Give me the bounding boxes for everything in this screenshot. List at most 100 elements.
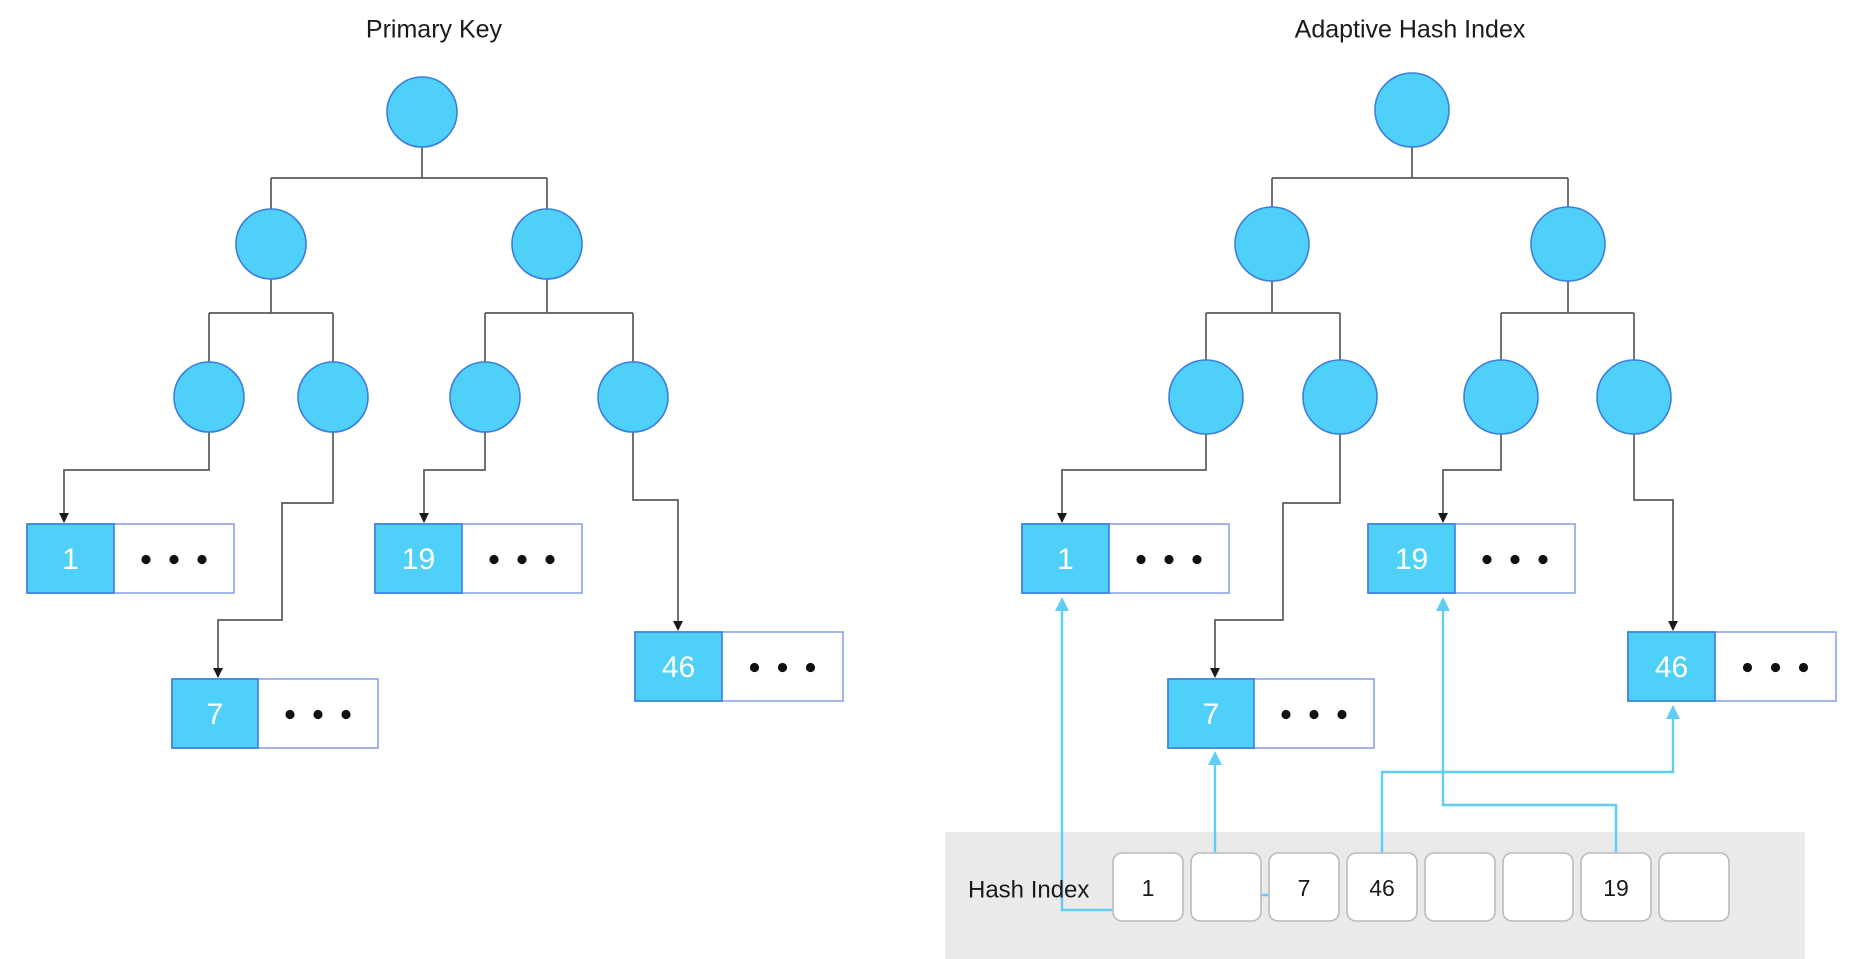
left-panel-title: Primary Key [366, 16, 503, 44]
hash-index-label: Hash Index [968, 877, 1089, 904]
hash-cell-box[interactable] [1424, 852, 1496, 922]
leaf-ellipsis-dot [1742, 662, 1753, 673]
hash-cell-box[interactable] [1190, 852, 1262, 922]
leaf-page-46[interactable]: 46 [1627, 631, 1837, 702]
primary-key-leaf-pages: 1 7 19 46 [26, 523, 844, 749]
hash-cell-value: 7 [1298, 875, 1311, 901]
leaf-ellipsis-dot [341, 709, 351, 720]
leaf-key-label: 1 [62, 543, 79, 576]
leaf-ellipsis-dot [1770, 662, 1781, 673]
leaf-key-label: 19 [1395, 543, 1428, 576]
leaf-key-cell [171, 678, 259, 749]
hash-link-46-to-leaf-46 [1380, 705, 1680, 853]
leaf-ellipsis-dot [1482, 554, 1492, 565]
btree-node-l2-3[interactable] [597, 361, 669, 433]
leaf-key-label: 19 [402, 543, 435, 576]
tree-to-leaf-connector-19 [419, 432, 486, 523]
hash-cell-6[interactable]: 19 [1580, 852, 1652, 922]
leaf-key-label: 7 [1203, 698, 1220, 731]
leaf-ellipsis-dot [1164, 554, 1174, 565]
hash-cell-1[interactable] [1190, 852, 1262, 922]
leaf-page-1[interactable]: 1 [1021, 523, 1230, 594]
btree-node-l0-0[interactable] [386, 76, 458, 148]
leaf-key-cell [1627, 631, 1716, 702]
btree-node-l2-1[interactable] [297, 361, 369, 433]
btree-node-l2-1[interactable] [1302, 359, 1378, 435]
leaf-key-cell [26, 523, 115, 594]
leaf-ellipsis-dot [517, 554, 527, 565]
leaf-ellipsis-dot [313, 709, 323, 720]
leaf-ellipsis-dot [777, 662, 788, 673]
tree-to-leaf-connector-7 [1210, 432, 1341, 678]
leaf-ellipsis-dot [1510, 554, 1520, 565]
leaf-ellipsis-dot [1281, 709, 1291, 720]
leaf-key-cell [374, 523, 463, 594]
hash-cell-2[interactable]: 7 [1268, 852, 1340, 922]
leaf-page-46[interactable]: 46 [634, 631, 844, 702]
hash-cell-5[interactable] [1502, 852, 1574, 922]
leaf-key-cell [1167, 678, 1255, 749]
leaf-ellipsis-dot [169, 554, 179, 565]
leaf-ellipsis-dot [1192, 554, 1202, 565]
hash-cell-7[interactable] [1658, 852, 1730, 922]
btree-node-l1-1[interactable] [511, 208, 583, 280]
btree-node-l2-2[interactable] [1463, 359, 1539, 435]
hash-cell-box[interactable] [1268, 852, 1340, 922]
tree-to-leaf-connector-7 [213, 432, 334, 678]
leaf-key-cell [634, 631, 723, 702]
adaptive-hash-leaf-pages: 1 7 19 46 [1021, 523, 1837, 749]
hash-cell-value: 1 [1142, 875, 1155, 901]
tree-to-leaf-connector-1 [1057, 432, 1207, 523]
hash-index-panel: Hash Index 1 7 46 19 [945, 597, 1805, 959]
leaf-ellipsis-dot [285, 709, 295, 720]
leaf-ellipsis-dot [1136, 554, 1146, 565]
hash-cell-box[interactable] [1580, 852, 1652, 922]
leaf-ellipsis-dot [1538, 554, 1548, 565]
leaf-key-cell [1367, 523, 1456, 594]
leaf-key-label: 7 [207, 698, 224, 731]
tree-to-leaf-connector-1 [59, 432, 210, 523]
right-panel-title: Adaptive Hash Index [1295, 16, 1526, 44]
leaf-ellipsis-dot [141, 554, 151, 565]
left-panel-group: Primary Key 1 7 19 46 [26, 16, 844, 749]
btree-node-l1-0[interactable] [235, 208, 307, 280]
leaf-ellipsis-dot [489, 554, 499, 565]
hash-cell-box[interactable] [1112, 852, 1184, 922]
hash-cell-3[interactable]: 46 [1346, 852, 1418, 922]
btree-node-l2-2[interactable] [449, 361, 521, 433]
hash-cell-box[interactable] [1346, 852, 1418, 922]
leaf-ellipsis-dot [1337, 709, 1347, 720]
hash-cell-box[interactable] [1502, 852, 1574, 922]
hash-cell-box[interactable] [1658, 852, 1730, 922]
leaf-ellipsis-dot [749, 662, 760, 673]
leaf-page-7[interactable]: 7 [1167, 678, 1375, 749]
btree-node-l2-3[interactable] [1596, 359, 1672, 435]
leaf-ellipsis-dot [1798, 662, 1809, 673]
hash-cell-0[interactable]: 1 [1112, 852, 1184, 922]
adaptive-hash-btree [1057, 72, 1678, 678]
btree-node-l2-0[interactable] [173, 361, 245, 433]
leaf-key-label: 46 [1655, 651, 1688, 684]
hash-cell-value: 19 [1603, 875, 1629, 901]
leaf-key-label: 46 [662, 651, 695, 684]
leaf-ellipsis-dot [1309, 709, 1319, 720]
hash-link-19-to-leaf-19 [1436, 597, 1618, 853]
hash-cell-4[interactable] [1424, 852, 1496, 922]
leaf-page-19[interactable]: 19 [1367, 523, 1576, 594]
btree-node-l1-0[interactable] [1234, 206, 1310, 282]
leaf-page-19[interactable]: 19 [374, 523, 583, 594]
right-panel-group: Adaptive Hash Index 1 7 19 46 [1021, 16, 1837, 749]
hash-cell-value: 46 [1369, 875, 1395, 901]
leaf-ellipsis-dot [197, 554, 207, 565]
tree-to-leaf-connector-46 [1633, 432, 1678, 631]
leaf-key-label: 1 [1057, 543, 1074, 576]
leaf-page-1[interactable]: 1 [26, 523, 235, 594]
leaf-page-7[interactable]: 7 [171, 678, 379, 749]
primary-key-btree [59, 76, 683, 678]
btree-node-l0-0[interactable] [1374, 72, 1450, 148]
tree-to-leaf-connector-46 [632, 432, 683, 631]
btree-node-l2-0[interactable] [1168, 359, 1244, 435]
leaf-ellipsis-dot [805, 662, 816, 673]
btree-node-l1-1[interactable] [1530, 206, 1606, 282]
